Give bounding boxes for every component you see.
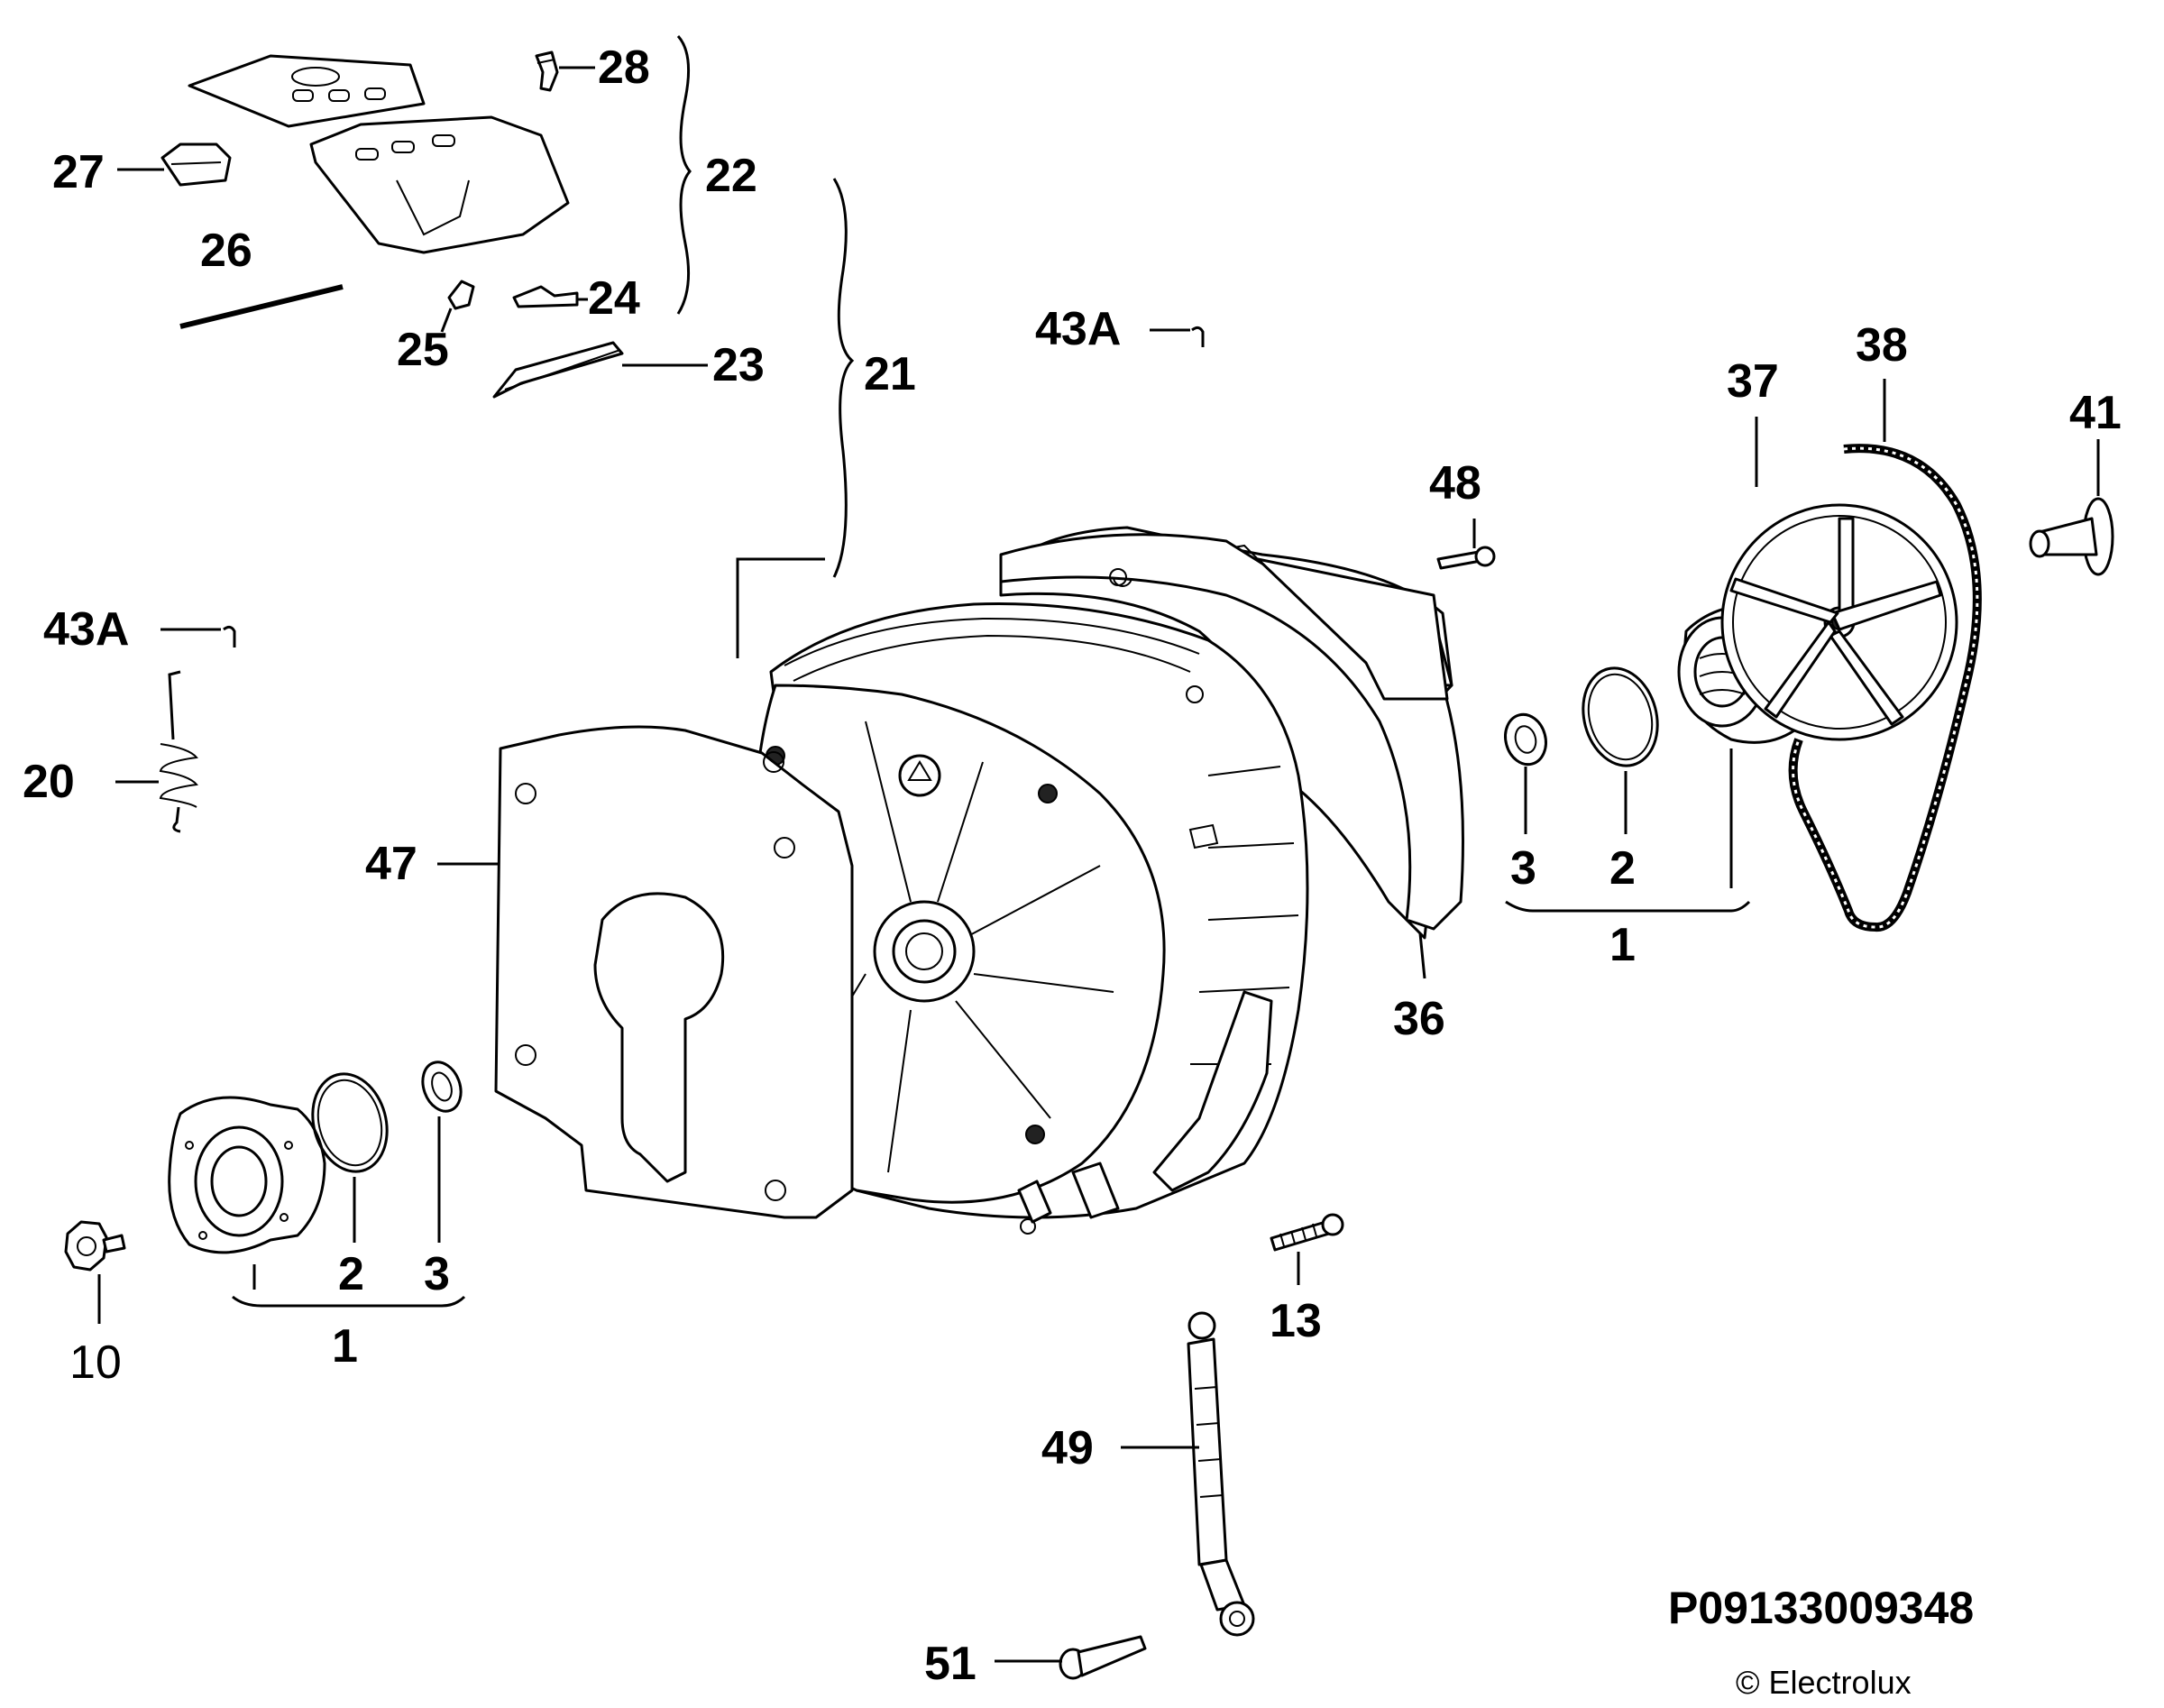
label-24: 24 [588,272,640,325]
leader-36 [1418,932,1426,979]
label-10: 10 [69,1336,122,1389]
label-43a-top-group: 43A [1035,303,1205,355]
label-49: 49 [1041,1422,1094,1474]
bolt-part-51 [1059,1635,1147,1680]
screw-part-28 [535,51,559,92]
rail-part-23 [492,341,624,399]
label-1-right: 1 [1609,919,1636,971]
bracket-1-left [232,1295,466,1308]
label-27: 27 [52,146,105,198]
label-28: 28 [598,41,650,94]
label-23: 23 [712,339,765,391]
label-22: 22 [705,150,757,202]
label-47: 47 [365,838,417,890]
label-43a-left-group: 43A [43,603,236,656]
clip-part-27 [160,142,232,187]
label-43a-top: 43A [1035,303,1121,355]
label-51: 51 [924,1638,977,1690]
bolt-part-41 [2029,497,2114,576]
nut-part-3-left [421,1061,463,1113]
label-25: 25 [397,324,449,376]
label-3-right: 3 [1510,842,1536,895]
screw-part-13 [1270,1213,1344,1252]
bolt-part-10 [64,1220,126,1272]
bearing-housing-left [168,1096,326,1254]
shock-absorber-part-49 [1187,1311,1255,1637]
drawing-code: P09133009348 [1668,1583,1974,1633]
label-48: 48 [1429,457,1481,510]
label-37: 37 [1727,355,1779,408]
leader-25 [440,308,453,333]
rod-part-26 [179,284,344,329]
label-3-left: 3 [424,1248,450,1300]
nut-part-3-right [1504,712,1547,767]
belt-part-38 [1788,444,1982,932]
o-ring-part-2-left [311,1072,389,1173]
counterweight-part-36 [999,533,1464,931]
rear-plate-part-47 [494,725,854,1219]
pulley-part-37 [1720,503,1958,741]
leader-21 [736,557,825,658]
detergent-panel-part-22 [309,115,570,254]
label-1-left: 1 [332,1320,358,1373]
copyright: © Electrolux [1736,1664,1912,1701]
label-26: 26 [200,225,252,277]
label-20: 20 [23,756,75,808]
clip-part-25 [447,280,475,310]
bracket-1-right [1505,900,1751,913]
label-2-right: 2 [1609,842,1636,895]
label-36: 36 [1393,993,1445,1045]
brace-21 [832,178,855,578]
label-38: 38 [1856,319,1908,372]
label-13: 13 [1270,1295,1322,1347]
label-43a-left: 43A [43,603,129,656]
clip-part-24 [512,285,579,308]
top-cover-part-27-28 [188,54,426,128]
label-2-left: 2 [338,1248,364,1300]
label-41: 41 [2069,387,2122,439]
spring-part-20 [159,670,198,833]
label-21: 21 [864,348,916,400]
screw-part-48 [1436,546,1496,570]
o-ring-part-2-right [1582,666,1659,767]
brace-22 [676,34,692,315]
